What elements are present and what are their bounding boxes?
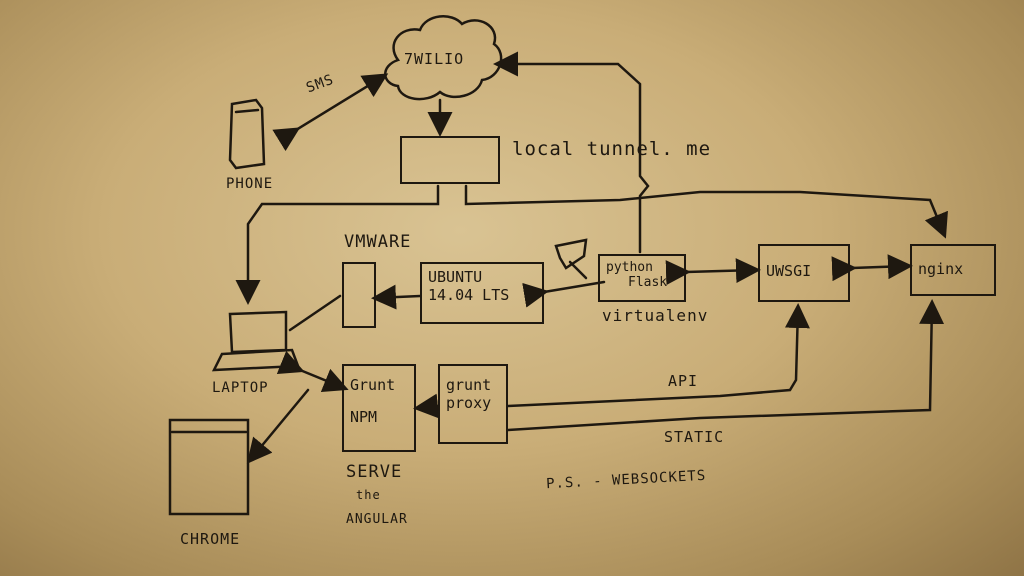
laptop-label: LAPTOP bbox=[212, 380, 269, 396]
tunnel-to-laptop-link bbox=[235, 184, 440, 305]
flask-label: Flask bbox=[628, 275, 668, 290]
npm-label: NPM bbox=[350, 408, 378, 426]
flask-to-twilio-link bbox=[493, 51, 650, 254]
grunt-proxy-label: grunt bbox=[446, 376, 492, 394]
laptop-screen bbox=[228, 310, 288, 354]
phone-label: PHONE bbox=[226, 176, 274, 192]
sms-link bbox=[272, 73, 389, 152]
ubuntu-label: UBUNTU bbox=[428, 268, 483, 286]
laptop-base bbox=[211, 348, 300, 372]
static-label: STATIC bbox=[664, 428, 725, 446]
proxy-label: proxy bbox=[446, 394, 492, 412]
api-label: API bbox=[668, 372, 699, 390]
virtualenv-label: virtualenv bbox=[602, 306, 709, 325]
uwsgi-box: UWSGI bbox=[758, 244, 850, 302]
ubuntu-version-label: 14.04 LTS bbox=[428, 286, 510, 304]
vmware-box bbox=[342, 262, 376, 328]
laptop-to-chrome-link bbox=[246, 388, 310, 464]
chrome-window bbox=[168, 418, 250, 516]
uwsgi-label: UWSGI bbox=[766, 262, 812, 280]
tunnel-to-nginx-link bbox=[464, 184, 948, 239]
api-link bbox=[506, 303, 810, 408]
proxy-to-npm-link bbox=[413, 393, 440, 419]
static-link bbox=[506, 299, 945, 432]
nginx-box: nginx bbox=[910, 244, 996, 296]
grunt-label: Grunt bbox=[350, 376, 396, 394]
serve-label: SERVE bbox=[346, 462, 403, 482]
python-label: python bbox=[606, 260, 653, 275]
grunt-proxy-box: grunt proxy bbox=[438, 364, 508, 444]
tool-icon bbox=[554, 238, 588, 270]
ubuntu-to-flask-link bbox=[522, 280, 606, 308]
laptop-to-grunt-link bbox=[276, 350, 349, 392]
laptop-to-vmware-link bbox=[288, 294, 342, 332]
nginx-label: nginx bbox=[918, 260, 964, 278]
phone-shape bbox=[228, 98, 266, 170]
ubuntu-to-vmware-link bbox=[371, 284, 422, 310]
localtunnel-box bbox=[400, 136, 500, 184]
python-flask-box: python Flask bbox=[598, 254, 686, 302]
ubuntu-box: UBUNTU 14.04 LTS bbox=[420, 262, 544, 324]
serve-angular-label: ANGULAR bbox=[346, 512, 408, 527]
serve-the-label: the bbox=[356, 488, 381, 502]
flask-to-uwsgi-link bbox=[665, 258, 761, 286]
vmware-label: VMWARE bbox=[344, 232, 412, 252]
chrome-label: CHROME bbox=[180, 530, 241, 548]
localtunnel-label: local tunnel. me bbox=[512, 138, 712, 160]
grunt-npm-box: Grunt NPM bbox=[342, 364, 416, 452]
uwsgi-to-nginx-link bbox=[831, 254, 913, 282]
twilio-label: 7WILIO bbox=[404, 50, 465, 68]
